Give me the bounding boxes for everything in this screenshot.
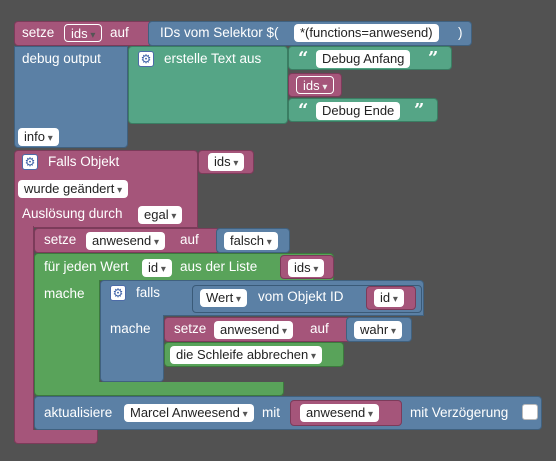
delay-checkbox[interactable] xyxy=(522,404,538,420)
update-target-dropdown[interactable]: Marcel Anweesend xyxy=(124,404,254,422)
gear-icon[interactable]: ⚙ xyxy=(138,51,154,67)
if-spine xyxy=(100,315,164,369)
update-mit-label: mit xyxy=(262,405,280,420)
set-anwesend-auf-label: auf xyxy=(180,232,199,247)
foreach-spine xyxy=(34,280,100,384)
trigger-block-bottom xyxy=(14,430,98,444)
foreach-label: für jeden Wert xyxy=(44,259,129,274)
set-ids-var-dropdown[interactable]: ids xyxy=(64,24,103,42)
open-quote-icon: “ xyxy=(298,48,309,69)
create-text-label: erstelle Text aus xyxy=(164,51,262,66)
trigger-changed-dropdown[interactable]: wurde geändert xyxy=(18,180,129,198)
bool-falsch-dropdown[interactable]: falsch xyxy=(224,232,278,250)
set-ids-auf-label: auf xyxy=(110,25,129,40)
if-mache-label: mache xyxy=(110,321,151,336)
foreach-var-dropdown[interactable]: id xyxy=(142,259,172,277)
trigger-block-spine xyxy=(14,226,34,442)
get-value-dropdown[interactable]: Wert xyxy=(200,289,248,307)
close-quote-icon: ” xyxy=(428,48,439,69)
set-anwesend-var-dropdown[interactable]: anwesend xyxy=(86,232,166,250)
text-input-debug-anfang[interactable]: Debug Anfang xyxy=(316,50,411,68)
foreach-bottom xyxy=(34,382,284,396)
open-quote-icon-2: “ xyxy=(298,100,309,121)
selector-prefix-label: IDs vom Selektor $( xyxy=(160,25,279,40)
foreach-mache-label: mache xyxy=(44,286,85,301)
trigger-ids-dropdown[interactable]: ids xyxy=(208,153,245,171)
set-true-setze-label: setze xyxy=(174,321,207,336)
var-ids-dropdown[interactable]: ids xyxy=(296,76,335,94)
ausloesung-label: Auslösung durch xyxy=(22,206,123,221)
object-id-dropdown[interactable]: id xyxy=(374,289,404,307)
set-anwesend-setze-label: setze xyxy=(44,232,77,247)
set-true-auf-label: auf xyxy=(310,321,329,336)
falls-objekt-label: Falls Objekt xyxy=(48,154,120,169)
set-ids-setze-label: setze xyxy=(22,25,55,40)
update-var-dropdown[interactable]: anwesend xyxy=(300,404,380,422)
update-delay-label: mit Verzögerung xyxy=(410,405,509,420)
if-falls-label: falls xyxy=(136,285,161,300)
update-block[interactable] xyxy=(34,396,542,430)
foreach-list-dropdown[interactable]: ids xyxy=(288,259,325,277)
gear-icon-3[interactable]: ⚙ xyxy=(110,285,126,301)
ausloesung-dropdown[interactable]: egal xyxy=(138,206,183,224)
selector-suffix-paren: ) xyxy=(458,25,463,40)
gear-icon-2[interactable]: ⚙ xyxy=(22,154,38,170)
set-true-var-dropdown[interactable]: anwesend xyxy=(214,321,294,339)
close-quote-icon-2: ” xyxy=(414,100,425,121)
text-input-debug-ende[interactable]: Debug Ende xyxy=(316,102,401,120)
log-level-dropdown[interactable]: info xyxy=(18,128,59,146)
vom-objekt-label: vom Objekt ID xyxy=(258,289,344,304)
foreach-aus-liste-label: aus der Liste xyxy=(180,259,258,274)
if-bottom xyxy=(100,368,164,382)
bool-wahr-dropdown[interactable]: wahr xyxy=(354,321,402,339)
break-loop-dropdown[interactable]: die Schleife abbrechen xyxy=(170,346,323,364)
create-text-block[interactable] xyxy=(128,46,288,124)
selector-input[interactable]: *(functions=anwesend) xyxy=(294,24,439,42)
update-label: aktualisiere xyxy=(44,405,113,420)
debug-output-label: debug output xyxy=(22,51,101,66)
